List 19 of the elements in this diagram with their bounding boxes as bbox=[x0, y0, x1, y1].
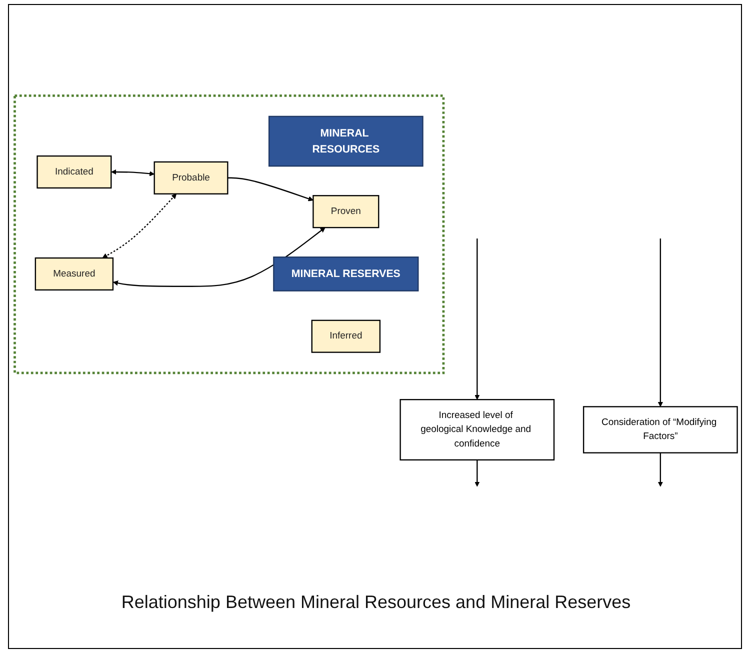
node-box: Measured bbox=[34, 257, 114, 290]
node-box: Inferred bbox=[311, 320, 381, 353]
node-box: MINERAL RESOURCES bbox=[268, 116, 424, 166]
node-box: Proven bbox=[312, 194, 380, 228]
cluster bbox=[14, 94, 445, 374]
node-box: Consideration of “Modifying Factors” bbox=[582, 406, 738, 454]
arrow bbox=[111, 169, 155, 176]
arrow bbox=[474, 238, 480, 400]
caption: Relationship Between Mineral Resources and Mineral Reserves bbox=[120, 592, 632, 613]
arrow bbox=[102, 193, 177, 258]
node-box: Probable bbox=[154, 161, 228, 194]
arrow bbox=[228, 177, 314, 201]
arrow bbox=[658, 238, 664, 407]
node-box: Indicated bbox=[36, 155, 112, 188]
node-box: MINERAL RESERVES bbox=[273, 256, 419, 292]
arrow bbox=[112, 227, 326, 287]
node-box: Increased level of geological Knowledge and confidence bbox=[400, 398, 555, 460]
arrow bbox=[474, 460, 480, 486]
arrow bbox=[658, 452, 664, 486]
